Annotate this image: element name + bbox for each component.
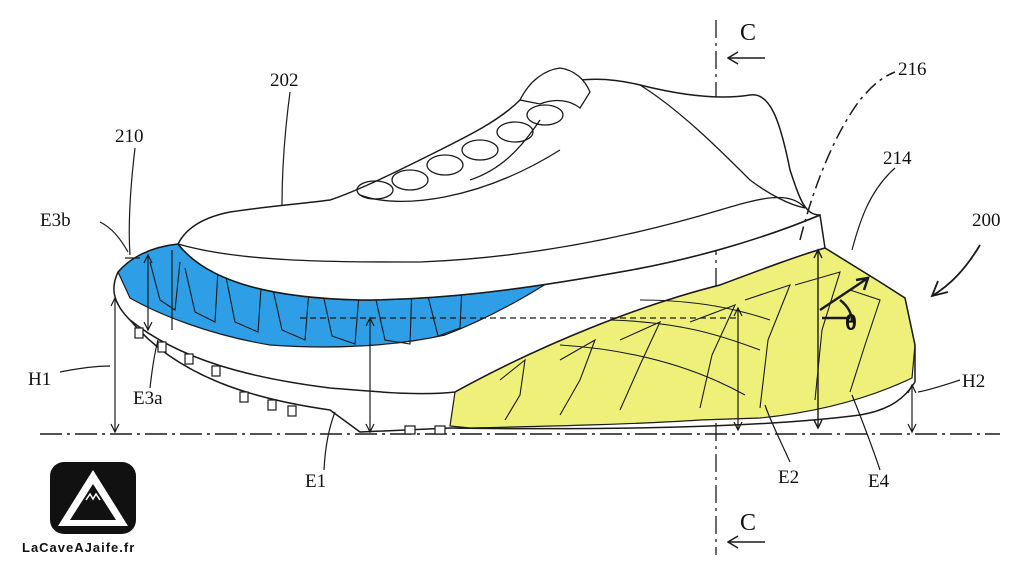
- label-e3b: E3b: [40, 210, 71, 231]
- midsole-lower-edge: [129, 319, 451, 433]
- label-h1: H1: [28, 369, 51, 390]
- dimension-e4: [813, 248, 823, 430]
- angle-indicator: [819, 276, 870, 323]
- label-e3a: E3a: [133, 388, 163, 409]
- label-section-bottom: C: [740, 510, 756, 536]
- dashed-line-216: [799, 71, 896, 241]
- label-214: 214: [883, 148, 912, 169]
- label-section-top: C: [740, 20, 756, 46]
- dimension-h1: [110, 296, 120, 434]
- label-h2: H2: [962, 371, 985, 392]
- label-202: 202: [270, 70, 299, 91]
- dimension-h2: [907, 383, 917, 434]
- upper-foxing: [177, 196, 806, 263]
- upper-collar: [639, 84, 806, 209]
- heel-outline: [824, 247, 916, 382]
- dimension-e3: [125, 250, 173, 332]
- assembly-arrow: [930, 244, 981, 298]
- blue-insert-ribs: [149, 261, 463, 345]
- shoe-upper: [177, 78, 821, 301]
- dimension-e2: [733, 306, 743, 432]
- section-arrow-top: [726, 51, 765, 65]
- shoe-tongue: [519, 67, 591, 109]
- label-angle: θ: [845, 310, 857, 335]
- logo-text: LaCaveAJaife.fr: [22, 540, 136, 555]
- dimension-e1: [300, 316, 740, 434]
- leader-lines: [59, 91, 961, 471]
- label-210: 210: [115, 126, 144, 147]
- label-e1: E1: [305, 471, 326, 492]
- section-arrow-bottom: [726, 535, 765, 549]
- label-e4: E4: [868, 471, 890, 492]
- site-logo: [50, 462, 136, 534]
- outsole-lugs: [134, 327, 446, 435]
- label-200: 200: [972, 210, 1001, 231]
- outsole-line: [449, 381, 916, 430]
- label-216: 216: [898, 59, 927, 80]
- shoe-laces: [356, 104, 564, 203]
- label-e2: E2: [778, 467, 799, 488]
